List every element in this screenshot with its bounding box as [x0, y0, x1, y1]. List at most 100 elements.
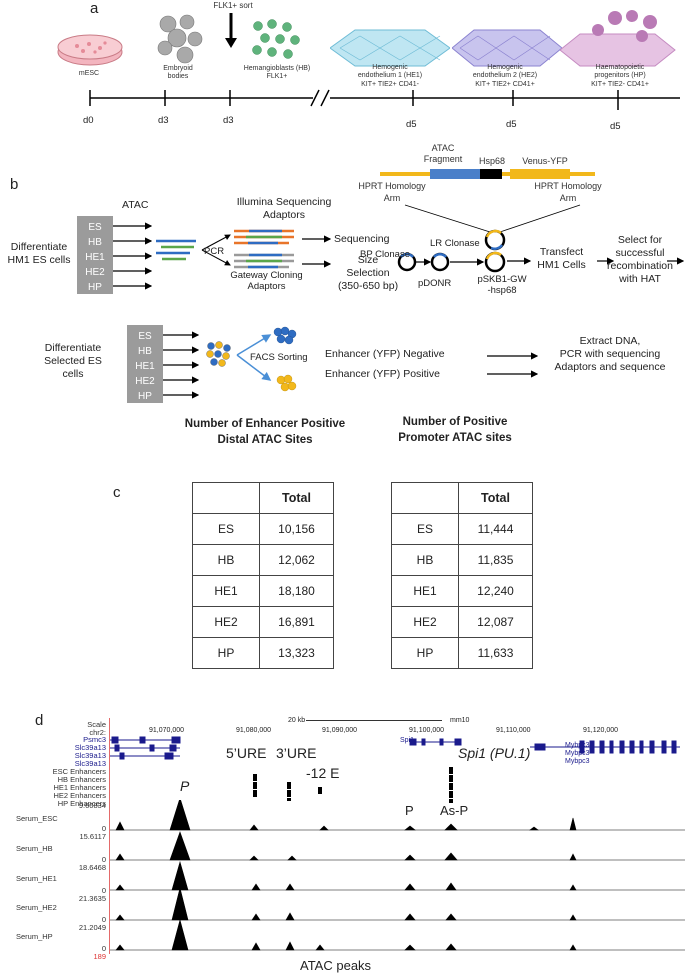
gene-slc39a13-2: Slc39a13 [74, 751, 106, 760]
browser-left-border [109, 718, 110, 954]
table1-row-label: HE1 [192, 575, 260, 607]
mesc-dish-icon [57, 34, 123, 66]
construct-venus: Venus-YFP [522, 156, 568, 166]
table2-cell: 11,835 [458, 544, 533, 576]
gene-psmc3: Psmc3 [83, 735, 106, 744]
sequencing-arrows [302, 235, 332, 268]
table1-cell: 12,062 [259, 544, 334, 576]
track-he1-min: 0 [101, 886, 106, 895]
bottom-value: 189 [93, 952, 106, 961]
table1-cell: 10,156 [259, 513, 334, 545]
positive-label: Enhancer (YFP) Positive [325, 368, 440, 380]
sequencing-label: Sequencing [334, 233, 390, 245]
table1-cell: 18,180 [259, 575, 334, 607]
table2-cell: 12,087 [458, 606, 533, 638]
gene-slc39a13-3: Slc39a13 [74, 759, 106, 768]
stage-embryoid-bodies: Embryoid bodies [163, 65, 193, 80]
transfect-arrows [507, 257, 685, 265]
gateway-label: Gateway Cloning Adaptors [230, 270, 303, 292]
gene-mybpc3-3: Mybpc3 [565, 758, 590, 765]
top-cell-hb: HB [88, 237, 102, 248]
differentiate-top: Differentiate HM1 ES cells [7, 241, 71, 266]
table2-cell: 11,444 [458, 513, 533, 545]
track-hp-min: 0 [101, 944, 106, 953]
table1-row-label: HE2 [192, 606, 260, 638]
pcr-arrows [201, 234, 231, 266]
chr-label: chr2: [89, 728, 106, 737]
construct-hprt-right: HPRT Homology Arm [534, 181, 602, 203]
scale-bar-line [306, 720, 442, 721]
day-d3-eb: d3 [158, 115, 169, 126]
enhancer-blocks [253, 767, 453, 803]
track-hp-max: 21.2049 [78, 923, 106, 932]
coord-6: 91,120,000 [583, 727, 619, 734]
stage-mesc: mESC [78, 70, 100, 77]
select-label: Select for successful recombination with… [607, 234, 673, 285]
bottom-cell-hb: HB [138, 346, 152, 357]
facs-arrows [236, 334, 272, 381]
atac-fragments-icon [156, 239, 196, 261]
timeline [89, 89, 680, 110]
table2-cell: 12,240 [458, 575, 533, 607]
track-hp-enhancers: HP Enhancers [57, 799, 106, 808]
track-he1-max: 18.6468 [78, 863, 106, 872]
day-d0: d0 [83, 115, 94, 126]
transfect-label: Transfect HM1 Cells [537, 246, 586, 271]
illumina-label: Illumina Sequencing Adaptors [236, 196, 332, 221]
panel-label-c: c [113, 484, 121, 501]
bp-plasmids-icon [397, 229, 506, 273]
pskb-label: pSKB1-GW -hsp68 [477, 274, 527, 296]
extract-label: Extract DNA, PCR with sequencing Adaptor… [554, 335, 666, 373]
top-cell-he2: HE2 [85, 267, 105, 278]
top-cell-he1: HE1 [85, 252, 105, 263]
hemangioblast-cells-icon [252, 19, 300, 59]
day-d5-he2: d5 [506, 119, 517, 130]
scale-bar-text: 20 kb [288, 717, 306, 724]
annotation-5ure: 5’URE [226, 745, 267, 761]
negative-cells-icon [273, 326, 297, 345]
extract-arrows [487, 352, 539, 378]
table1-row-label: HB [192, 544, 260, 576]
bottom-cell-es: ES [138, 331, 152, 342]
he2-sheet-icon [452, 29, 562, 67]
annotation-spi1: Spi1 (PU.1) [458, 745, 531, 761]
lr-clonase-label: LR Clonase [430, 238, 480, 249]
top-cell-arrows [113, 222, 153, 290]
negative-label: Enhancer (YFP) Negative [325, 348, 445, 360]
annotation-p1: P [180, 778, 190, 794]
atac-label: ATAC [122, 199, 149, 211]
scale-label: Scale [87, 720, 106, 729]
track-hb-enhancers: HB Enhancers [57, 775, 106, 784]
annotation-p2: P [405, 803, 414, 818]
construct-hsp68: Hsp68 [478, 156, 505, 166]
top-cell-es: ES [88, 222, 102, 233]
track-hb-max: 15.6117 [79, 832, 106, 841]
stage-hemangioblasts-markers: FLK1+ [266, 73, 288, 80]
track-he2-name: Serum_HE2 [16, 903, 57, 912]
coord-4: 91,100,000 [409, 727, 445, 734]
flk1-sort-label: FLK1+ sort [213, 1, 253, 10]
panel-label-a: a [90, 0, 99, 17]
panel-d-caption: ATAC peaks [300, 958, 372, 973]
sort-arrow-icon [225, 13, 237, 48]
construct-atac-fragment: ATAC Fragment [423, 143, 463, 164]
table1-row-label: ES [192, 513, 260, 545]
pcr-label: PCR [204, 246, 225, 257]
positive-cells-icon [276, 374, 297, 392]
table2-row-label: HP [391, 637, 459, 669]
pdonr-label: pDONR [418, 278, 452, 289]
track-esc-enhancers: ESC Enhancers [52, 767, 106, 776]
stage-he1: Hemogenic endothelium 1 (HE1) [357, 64, 423, 79]
track-he2-max: 21.3635 [78, 894, 106, 903]
construct-diagram [380, 169, 595, 179]
coord-1: 91,070,000 [149, 727, 185, 734]
track-he2-min: 0 [101, 915, 106, 924]
day-d5-he1: d5 [406, 119, 417, 130]
annotation-3ure: 3’URE [276, 745, 317, 761]
top-cell-hp: HP [88, 282, 102, 293]
coord-5: 91,110,000 [496, 727, 531, 734]
bp-clonase-label: BP Clonase [360, 249, 410, 260]
table2-row-label: ES [391, 513, 459, 545]
